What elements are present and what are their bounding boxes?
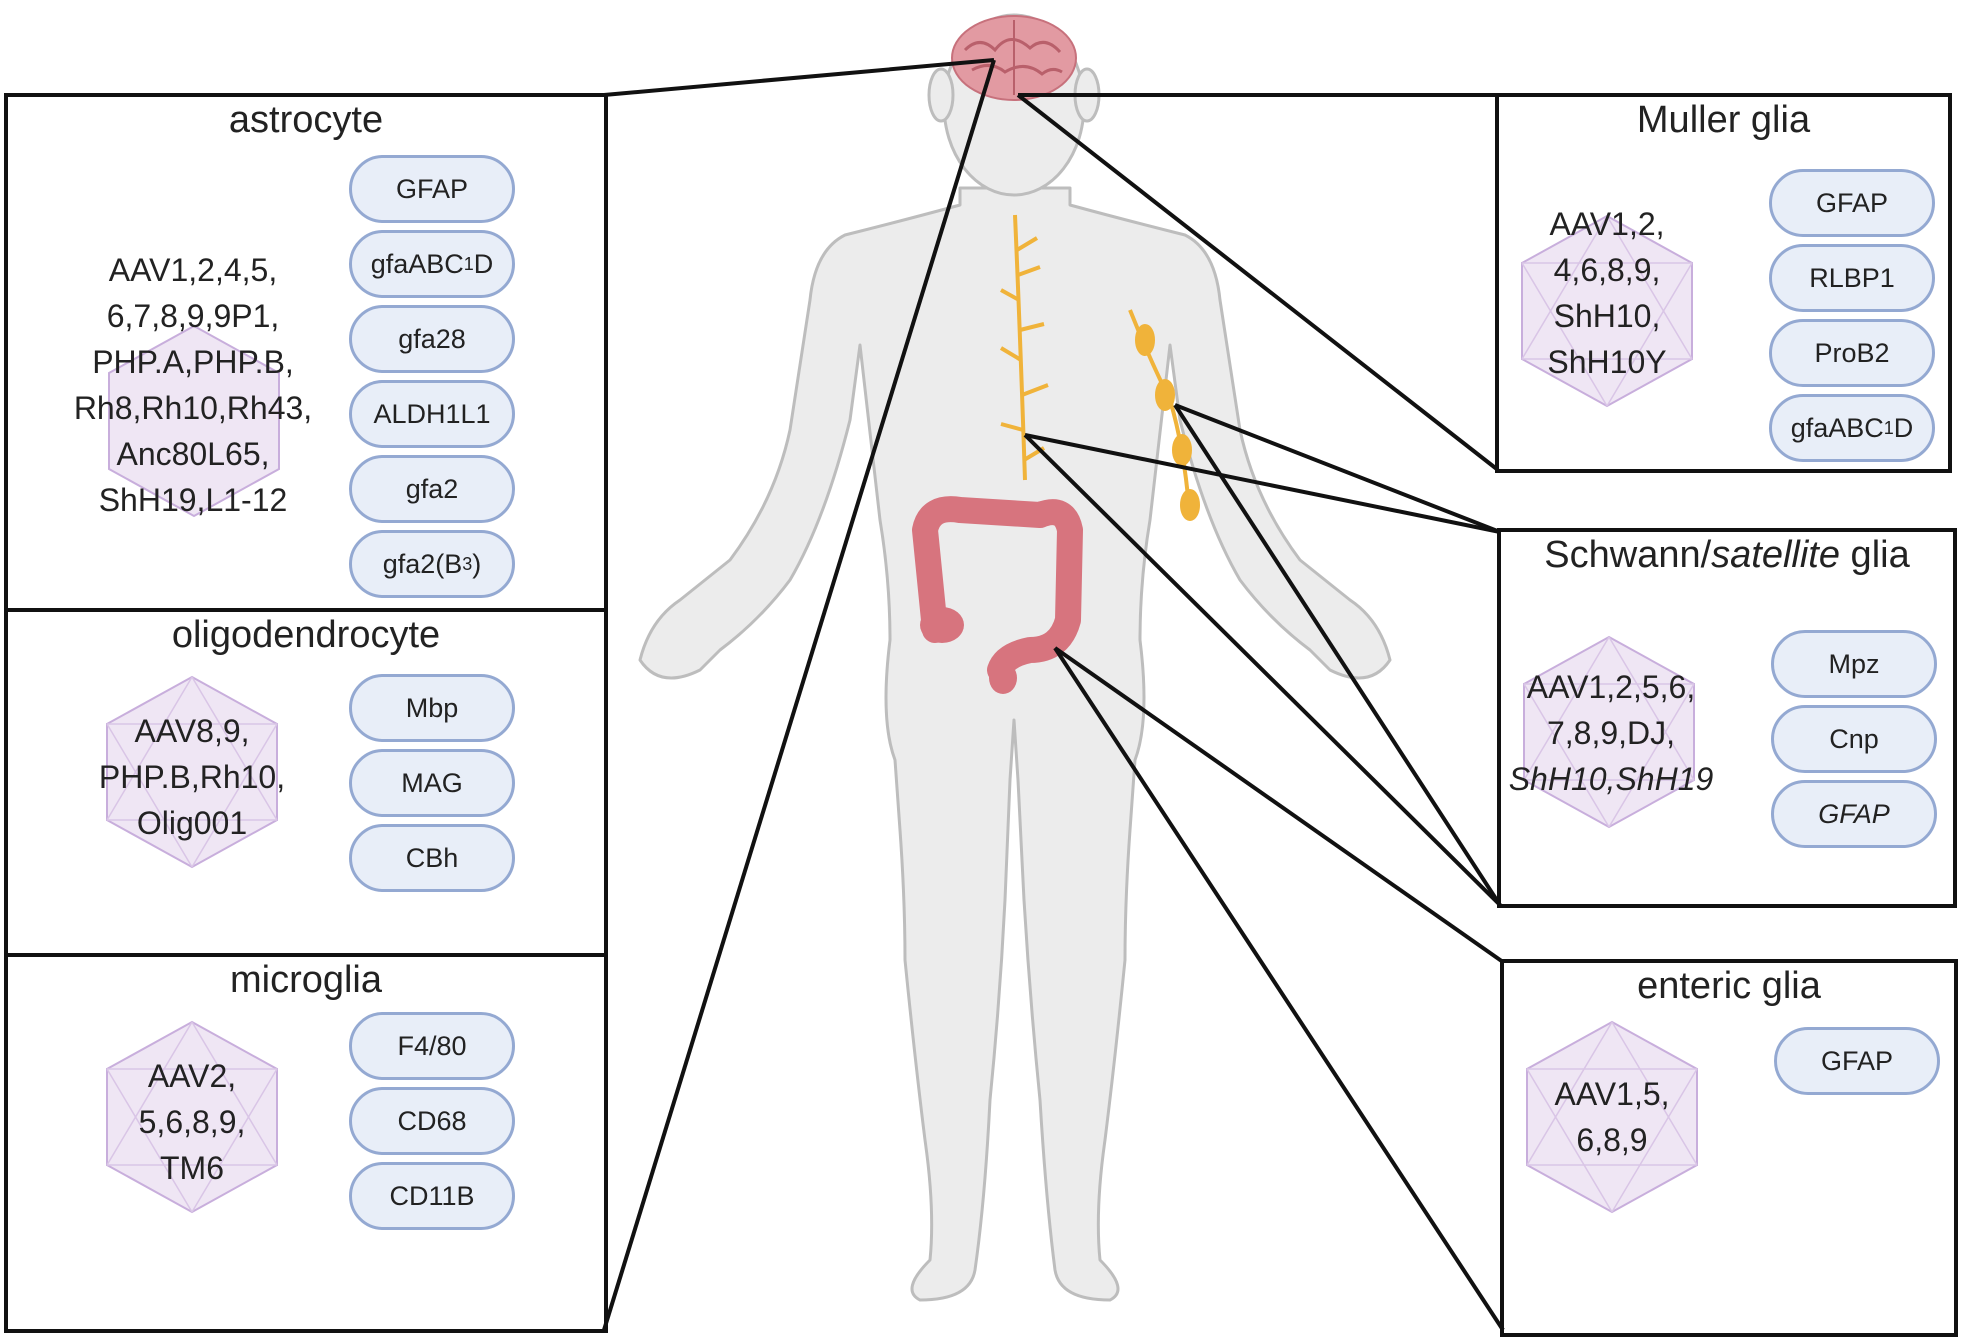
vector-line: Rh8,Rh10,Rh43, — [73, 390, 313, 426]
vector-line: PHP.A,PHP.B, — [92, 344, 294, 380]
vector-line: Olig001 — [136, 805, 248, 841]
promoter-pill-aldh1l1: ALDH1L1 — [349, 380, 515, 448]
vector-line: AAV1,2,4,5, — [108, 252, 278, 288]
panel-title-astrocyte: astrocyte — [228, 99, 384, 141]
panel-schwann-satellite-glia: Schwann/satellite glia AAV1,2,5,6, 7,8,9… — [1497, 528, 1957, 908]
vector-line: AAV8,9, — [134, 713, 250, 749]
vector-line: AAV2, — [147, 1058, 237, 1094]
vector-list-muller-glia: AAV1,2, 4,6,8,9, ShH10, ShH10Y — [1507, 201, 1707, 385]
panel-title-muller-glia: Muller glia — [1636, 99, 1811, 141]
panel-title-oligodendrocyte: oligodendrocyte — [171, 614, 441, 656]
promoter-pill-gfa2: gfa2 — [349, 455, 515, 523]
aav-capsid-icon — [106, 675, 278, 869]
promoter-pill-gfap: GFAP — [1769, 169, 1935, 237]
panel-muller-glia: Muller glia AAV1,2, 4,6,8,9, ShH10, ShH1… — [1495, 93, 1952, 473]
panel-title-enteric-glia: enteric glia — [1637, 965, 1821, 1007]
vector-list-schwann-satellite-glia: AAV1,2,5,6, 7,8,9,DJ, ShH10,ShH19 — [1501, 664, 1721, 802]
panel-enteric-glia: enteric glia AAV1,5, 6,8,9 GFAP — [1500, 959, 1958, 1337]
vector-line: ShH10,ShH19 — [1508, 761, 1714, 797]
vector-list-microglia: AAV2, 5,6,8,9, TM6 — [87, 1053, 297, 1191]
promoter-pill-cd68: CD68 — [349, 1087, 515, 1155]
vector-line: 4,6,8,9, — [1553, 252, 1661, 288]
panel-title-schwann-satellite-glia: Schwann/satellite glia — [1544, 534, 1910, 576]
promoter-pill-prob2: ProB2 — [1769, 319, 1935, 387]
vector-line: TM6 — [160, 1150, 224, 1186]
left-ear — [927, 67, 955, 123]
panel-title-microglia: microglia — [229, 959, 383, 1001]
vector-line: Anc80L65, — [116, 436, 270, 472]
promoter-pill-rlbp1: RLBP1 — [1769, 244, 1935, 312]
panel-oligodendrocyte: oligodendrocyte AAV8,9, PHP.B,Rh10, Olig… — [4, 608, 608, 957]
promoter-pill-cbh: CBh — [349, 824, 515, 892]
vector-list-astrocyte: AAV1,2,4,5, 6,7,8,9,9P1, PHP.A,PHP.B, Rh… — [48, 247, 338, 523]
vector-line: ShH10Y — [1547, 344, 1667, 380]
vector-line: 6,8,9 — [1576, 1122, 1648, 1158]
aav-capsid-icon — [1521, 214, 1693, 408]
aav-capsid-icon — [1526, 1020, 1698, 1214]
vector-line: AAV1,2,5,6, — [1526, 669, 1696, 705]
vector-line: AAV1,5, — [1554, 1076, 1670, 1112]
panel-microglia: microglia AAV2, 5,6,8,9, TM6 F4/80 CD68 … — [4, 953, 608, 1333]
vector-line: ShH10, — [1553, 298, 1661, 334]
promoter-pill-f4-80: F4/80 — [349, 1012, 515, 1080]
vector-line: 5,6,8,9, — [138, 1104, 246, 1140]
vector-line: PHP.B,Rh10, — [98, 759, 286, 795]
aav-capsid-icon — [1523, 635, 1695, 829]
brain-illustration — [951, 15, 1077, 101]
aav-capsid-icon — [106, 1020, 278, 1214]
promoter-pill-gfap: GFAP — [1771, 780, 1937, 848]
vector-list-enteric-glia: AAV1,5, 6,8,9 — [1522, 1071, 1702, 1163]
nerve-illustration — [999, 214, 1200, 521]
promoter-pill-cnp: Cnp — [1771, 705, 1937, 773]
promoter-pill-gfap: GFAP — [1774, 1027, 1940, 1095]
vector-line: ShH19,L1-12 — [98, 482, 288, 518]
promoter-pill-cd11b: CD11B — [349, 1162, 515, 1230]
vector-line: 6,7,8,9,9P1, — [106, 298, 280, 334]
vector-line: 7,8,9,DJ, — [1546, 715, 1676, 751]
promoter-pill-mpz: Mpz — [1771, 630, 1937, 698]
panel-astrocyte: astrocyte AAV1,2,4,5, 6,7,8,9,9P1, PHP.A… — [4, 93, 608, 612]
body-torso-arms — [638, 186, 1392, 1302]
promoter-pill-mag: MAG — [349, 749, 515, 817]
promoter-pill-gfa28: gfa28 — [349, 305, 515, 373]
colon-illustration — [912, 496, 1083, 694]
vector-line: AAV1,2, — [1549, 206, 1665, 242]
aav-capsid-icon — [108, 324, 280, 518]
vector-list-oligodendrocyte: AAV8,9, PHP.B,Rh10, Olig001 — [77, 708, 307, 846]
promoter-pill-mbp: Mbp — [349, 674, 515, 742]
connector-lines — [602, 58, 1505, 1332]
promoter-pill-gfap: GFAP — [349, 155, 515, 223]
